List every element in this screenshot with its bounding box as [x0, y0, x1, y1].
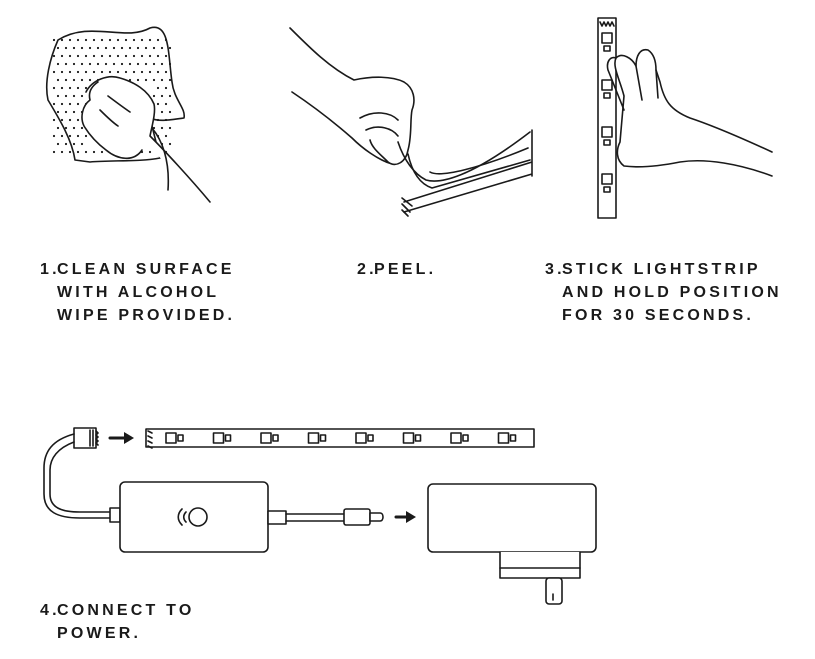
- step-3-caption: 3. STICK LIGHTSTRIP AND HOLD POSITION FO…: [545, 258, 807, 328]
- power-cable: [285, 513, 345, 522]
- lightstrip-leds: [165, 432, 517, 444]
- dc-plug: [343, 508, 371, 526]
- step-line: WITH ALCOHOL: [57, 284, 220, 301]
- pressing-hand-icon: [614, 48, 773, 177]
- step-line: AND HOLD POSITION: [562, 284, 782, 301]
- controller-box: [119, 481, 269, 553]
- step-number: 1.: [40, 261, 60, 278]
- led-resistor: [509, 434, 517, 442]
- arrow-right-icon: [406, 511, 416, 523]
- led-chip: [212, 432, 225, 444]
- led-resistor: [319, 434, 327, 442]
- controller-cable: [43, 433, 111, 519]
- connect-power-illustration: [43, 427, 597, 605]
- led-resistor: [367, 434, 374, 442]
- led-resistor: [224, 434, 232, 442]
- led-chip: [355, 432, 367, 444]
- led-resistor: [462, 434, 469, 442]
- wall-plug-prong: [545, 577, 563, 605]
- step-2-caption: 2. PEEL.: [357, 258, 457, 282]
- step-1-caption: 1. CLEAN SURFACE WITH ALCOHOL WIPE PROVI…: [40, 258, 270, 328]
- step-number: 2.: [357, 261, 377, 278]
- led-resistor: [177, 434, 184, 442]
- wiping-hand-icon: [81, 76, 211, 203]
- vertical-lightstrip: [597, 17, 617, 219]
- power-adapter: [427, 483, 597, 553]
- led-chip: [165, 432, 177, 444]
- step-line: CONNECT TO: [57, 602, 195, 619]
- step-line: FOR 30 SECONDS.: [562, 307, 755, 324]
- step-line: CLEAN SURFACE: [57, 261, 235, 278]
- horizontal-lightstrip: [145, 428, 535, 448]
- stick-lightstrip-illustration: [597, 17, 773, 219]
- peeling-hand-icon: [289, 27, 415, 166]
- led-chip: [307, 432, 320, 444]
- power-button-icon: [188, 507, 208, 527]
- led-chip: [260, 432, 272, 444]
- step-4-caption: 4. CONNECT TO POWER.: [40, 599, 240, 647]
- clean-surface-illustration: [45, 26, 211, 203]
- arrow-right-icon: [124, 432, 134, 444]
- step-number: 3.: [545, 261, 565, 278]
- led-chip: [450, 432, 462, 444]
- step-number: 4.: [40, 602, 60, 619]
- led-resistor: [414, 434, 422, 442]
- lightstrip-backing: [403, 129, 533, 213]
- peel-backing-illustration: [289, 27, 533, 217]
- led-chip: [497, 432, 510, 444]
- step-line: POWER.: [57, 625, 142, 642]
- step-line: PEEL.: [374, 261, 437, 278]
- led-chip: [402, 432, 415, 444]
- step-line: WIPE PROVIDED.: [57, 307, 236, 324]
- led-resistor: [272, 434, 279, 442]
- step-line: STICK LIGHTSTRIP: [562, 261, 761, 278]
